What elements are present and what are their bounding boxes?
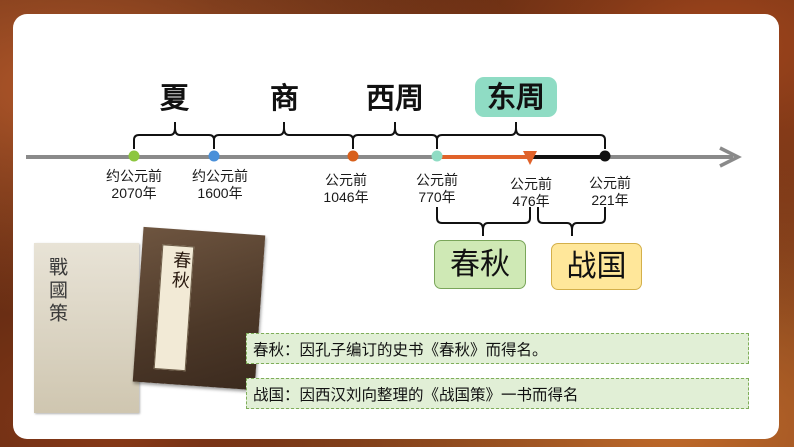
timeline-dot-770 <box>431 150 443 162</box>
period-zhanguo-box: 战国 <box>551 243 642 290</box>
brace-shang <box>213 122 354 149</box>
brace-chunqiu <box>436 207 531 236</box>
date-1600-line2: 1600年 <box>197 185 243 201</box>
dynasty-xia: 夏 <box>160 81 190 115</box>
brace-zhanguo <box>537 207 606 236</box>
date-476-line2: 476年 <box>512 193 550 209</box>
dongzhou-highlight <box>475 77 557 117</box>
book1-title: 戰國策 <box>46 257 68 326</box>
note-zhanguo: 战国：因西汉刘向整理的《战国策》一书而得名 <box>246 378 749 409</box>
date-476-line1: 公元前 <box>510 176 552 192</box>
date-2070: 约公元前 2070年 <box>94 168 174 202</box>
timeline-dot-2070 <box>128 150 140 162</box>
date-1046: 公元前 1046年 <box>306 172 386 206</box>
date-2070-line1: 约公元前 <box>106 168 162 184</box>
dynasty-xizhou: 西周 <box>366 81 425 115</box>
date-770-line1: 公元前 <box>416 172 458 188</box>
brace-xia <box>133 122 215 149</box>
date-1046-line1: 公元前 <box>325 172 367 188</box>
date-221-line2: 221年 <box>591 192 629 208</box>
brace-xizhou <box>352 122 438 149</box>
date-1600-line1: 约公元前 <box>192 168 248 184</box>
date-770: 公元前 770年 <box>397 172 477 206</box>
zhanguoce-book-image: 戰國策 <box>34 243 139 413</box>
timeline-triangle-476 <box>523 151 537 165</box>
date-476: 公元前 476年 <box>491 176 571 210</box>
book2-label: 春秋 <box>153 244 195 372</box>
timeline-arrow-icon <box>719 146 742 168</box>
date-221: 公元前 221年 <box>570 175 650 209</box>
timeline-dot-1046 <box>347 150 359 162</box>
date-1046-line2: 1046年 <box>323 189 369 205</box>
period-chunqiu-box: 春秋 <box>434 240 526 289</box>
dynasty-shang: 商 <box>270 81 300 115</box>
timeline-dot-221 <box>599 150 611 162</box>
book2-title: 春秋 <box>168 249 192 292</box>
date-770-line2: 770年 <box>418 189 456 205</box>
date-221-line1: 公元前 <box>589 175 631 191</box>
date-1600: 约公元前 1600年 <box>180 168 260 202</box>
timeline-dot-1600 <box>208 150 220 162</box>
chunqiu-book-image: 春秋 <box>132 226 266 391</box>
dynasty-dongzhou: 东周 <box>487 80 546 114</box>
note-chunqiu: 春秋：因孔子编订的史书《春秋》而得名。 <box>246 333 749 364</box>
date-2070-line2: 2070年 <box>111 185 157 201</box>
brace-dongzhou <box>436 122 606 149</box>
